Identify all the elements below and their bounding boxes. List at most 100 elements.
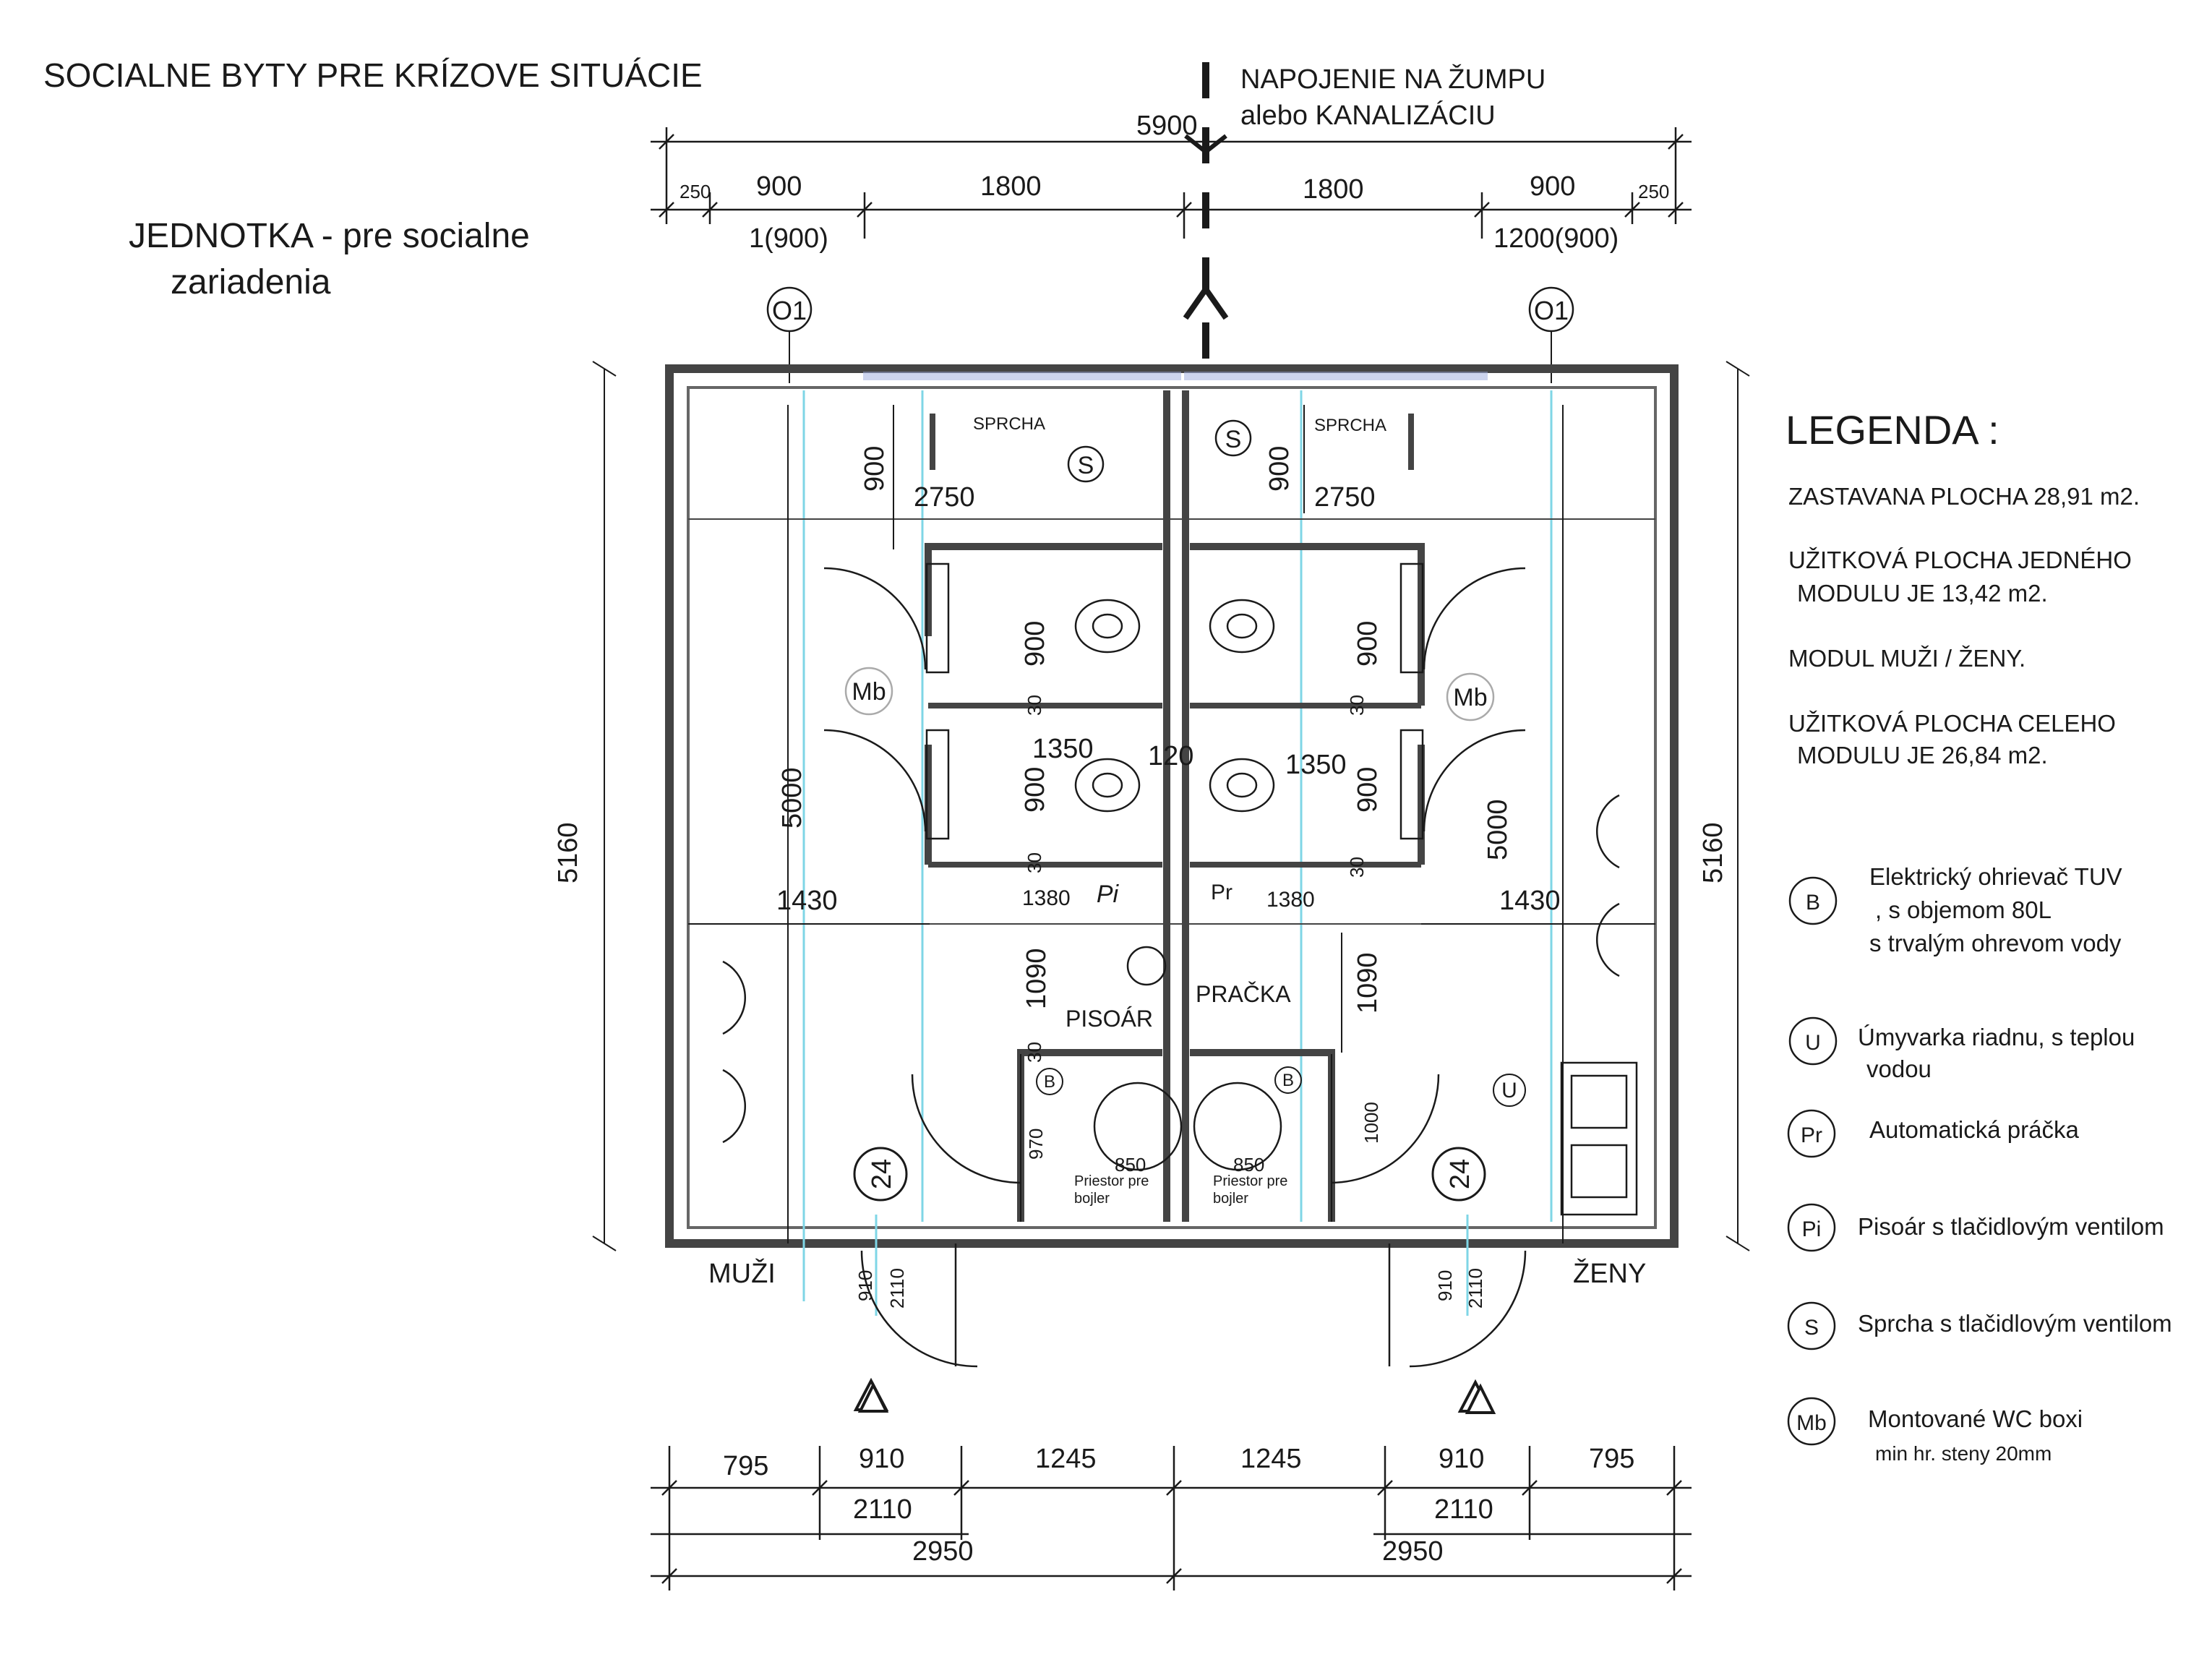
room-label-urinal: PISOÁR bbox=[1066, 1006, 1153, 1032]
dim-5000-left: 5000 bbox=[777, 767, 807, 828]
dim-1245-left: 1245 bbox=[1035, 1444, 1097, 1474]
symbol-sink: U bbox=[1501, 1079, 1517, 1102]
dim-1090-left: 1090 bbox=[1021, 948, 1052, 1009]
legend-symbol-circle-pr bbox=[1787, 1109, 1836, 1158]
plan-symbols bbox=[844, 419, 1526, 1202]
legend-module-area-1: UŽITKOVÁ PLOCHA JEDNÉHO bbox=[1788, 547, 2132, 573]
axis-label-right: O1 bbox=[1534, 296, 1569, 325]
symbol-wc-box-left: Mb bbox=[852, 678, 886, 706]
legend-symbol-b: B bbox=[1806, 891, 1820, 915]
legend-symbol-pi: Pi bbox=[1802, 1217, 1822, 1241]
legend-module-type: MODUL MUŽI / ŽENY. bbox=[1788, 645, 2025, 672]
dim-5000-right: 5000 bbox=[1483, 799, 1513, 860]
legend-mb-text-1: Montované WC boxi bbox=[1868, 1405, 2083, 1432]
legend-total-area-2: MODULU JE 26,84 m2. bbox=[1797, 742, 2048, 768]
exterior-walls bbox=[665, 364, 1679, 1248]
dim-2110-door-right: 2110 bbox=[1465, 1268, 1486, 1309]
door-swings bbox=[823, 567, 1527, 1368]
legend-module-area-2: MODULU JE 13,42 m2. bbox=[1797, 580, 2048, 607]
dim-2110-left: 2110 bbox=[853, 1494, 912, 1525]
legend-symbol-circle-u bbox=[1788, 1016, 1838, 1066]
dim-30-wc1-right: 30 bbox=[1346, 695, 1368, 716]
dim-2110-right: 2110 bbox=[1434, 1494, 1493, 1525]
dim-900-right: 900 bbox=[1530, 171, 1575, 202]
room-label-laundry: PRAČKA bbox=[1196, 981, 1291, 1007]
symbol-urinal: Pi bbox=[1097, 881, 1120, 908]
dim-2750-right: 2750 bbox=[1314, 482, 1376, 513]
sewer-arrow bbox=[1183, 284, 1229, 320]
dim-1430-left: 1430 bbox=[776, 886, 838, 916]
boiler-space-label-right-2: bojler bbox=[1213, 1191, 1248, 1207]
page-title: SOCIALNE BYTY PRE KRÍZOVE SITUÁCIE bbox=[43, 56, 703, 94]
legend-symbol-circle-b bbox=[1788, 876, 1838, 925]
legend-u-text-1: Úmyvarka riadnu, s teplou bbox=[1858, 1024, 2135, 1050]
legend-symbol-circle-pi bbox=[1787, 1203, 1836, 1252]
dim-970-left: 970 bbox=[1025, 1129, 1047, 1160]
legend-b-text-3: s trvalým ohrevom vody bbox=[1869, 930, 2122, 956]
connection-label-2: alebo KANALIZÁCIU bbox=[1240, 100, 1496, 131]
fixtures bbox=[722, 562, 1638, 1216]
top-dimensions bbox=[651, 127, 1692, 239]
room-label-shower-right: SPRCHA bbox=[1314, 416, 1386, 435]
dim-1430-right: 1430 bbox=[1499, 886, 1561, 916]
legend-symbol-pr: Pr bbox=[1801, 1123, 1822, 1147]
connection-label-1: NAPOJENIE NA ŽUMPU bbox=[1240, 64, 1546, 95]
dim-1350-right: 1350 bbox=[1285, 750, 1347, 780]
legend-symbol-circle-mb bbox=[1787, 1397, 1836, 1446]
dim-910-door-left: 910 bbox=[854, 1270, 876, 1301]
dim-120-center: 120 bbox=[1148, 741, 1193, 771]
dim-250-right: 250 bbox=[1638, 181, 1669, 202]
symbol-washing-machine: Pr bbox=[1211, 881, 1233, 904]
legend-pi-text: Pisoár s tlačidlovým ventilom bbox=[1858, 1213, 2164, 1240]
dim-1000-right: 1000 bbox=[1360, 1102, 1382, 1144]
dim-30-wc2-left: 30 bbox=[1024, 852, 1045, 873]
entrance-label-men: MUŽI bbox=[708, 1258, 776, 1289]
dim-2750-left: 2750 bbox=[914, 482, 975, 513]
symbol-shower-right: S bbox=[1225, 426, 1242, 453]
dim-1245-right: 1245 bbox=[1240, 1444, 1302, 1474]
dim-2110-door-left: 2110 bbox=[886, 1268, 908, 1309]
dim-910-left: 910 bbox=[859, 1444, 904, 1474]
dim-30-wc2-right: 30 bbox=[1346, 857, 1368, 878]
dim-900-shower-right: 900 bbox=[1264, 446, 1295, 492]
legend-u-text-2: vodou bbox=[1866, 1056, 1932, 1082]
dim-900-left: 900 bbox=[756, 171, 802, 202]
window-right-label: 1200(900) bbox=[1493, 223, 1619, 254]
dim-900-wc2-left: 900 bbox=[1020, 767, 1050, 813]
room-label-shower-left: SPRCHA bbox=[973, 414, 1045, 434]
legend-b-text-1: Elektrický ohrievač TUV bbox=[1869, 863, 2122, 890]
boiler-space-label-left-2: bojler bbox=[1074, 1191, 1110, 1207]
step-marker-left: 24 bbox=[867, 1159, 897, 1189]
dim-850-right: 850 bbox=[1233, 1154, 1264, 1176]
dim-795-left: 795 bbox=[723, 1451, 768, 1481]
dim-250-left: 250 bbox=[680, 181, 711, 202]
interior-dimension-lines bbox=[592, 361, 1750, 1251]
legend-b-text-2: , s objemom 80L bbox=[1875, 896, 2052, 923]
symbol-boiler-left: B bbox=[1044, 1072, 1055, 1092]
dim-850-left: 850 bbox=[1115, 1154, 1146, 1176]
dim-2950-right: 2950 bbox=[1382, 1536, 1444, 1567]
dim-1800-left: 1800 bbox=[980, 171, 1042, 202]
legend-heading: LEGENDA : bbox=[1786, 407, 1999, 453]
dim-910-right: 910 bbox=[1439, 1444, 1484, 1474]
dim-5160-right: 5160 bbox=[1698, 822, 1728, 883]
dim-30-wc1-left: 30 bbox=[1024, 695, 1045, 716]
legend: LEGENDA : ZASTAVANA PLOCHA 28,91 m2. UŽI… bbox=[1786, 407, 2172, 1465]
window-left-label: 1(900) bbox=[749, 223, 828, 254]
entrance-label-women: ŽENY bbox=[1573, 1258, 1646, 1289]
legend-symbol-s: S bbox=[1804, 1316, 1819, 1340]
dim-1800-right: 1800 bbox=[1303, 174, 1364, 205]
legend-symbol-u: U bbox=[1805, 1031, 1821, 1055]
axis-label-left: O1 bbox=[772, 296, 807, 325]
boiler-space-label-left-1: Priestor pre bbox=[1074, 1173, 1149, 1189]
legend-mb-text-2: min hr. steny 20mm bbox=[1875, 1442, 2052, 1465]
legend-built-area: ZASTAVANA PLOCHA 28,91 m2. bbox=[1788, 483, 2140, 510]
dim-1090-right: 1090 bbox=[1353, 952, 1383, 1014]
dim-1380-right: 1380 bbox=[1266, 888, 1315, 912]
step-marker-right: 24 bbox=[1445, 1159, 1475, 1189]
dim-total-top: 5900 bbox=[1136, 111, 1198, 141]
dim-910-door-right: 910 bbox=[1434, 1270, 1456, 1301]
legend-pr-text: Automatická práčka bbox=[1869, 1116, 2079, 1143]
